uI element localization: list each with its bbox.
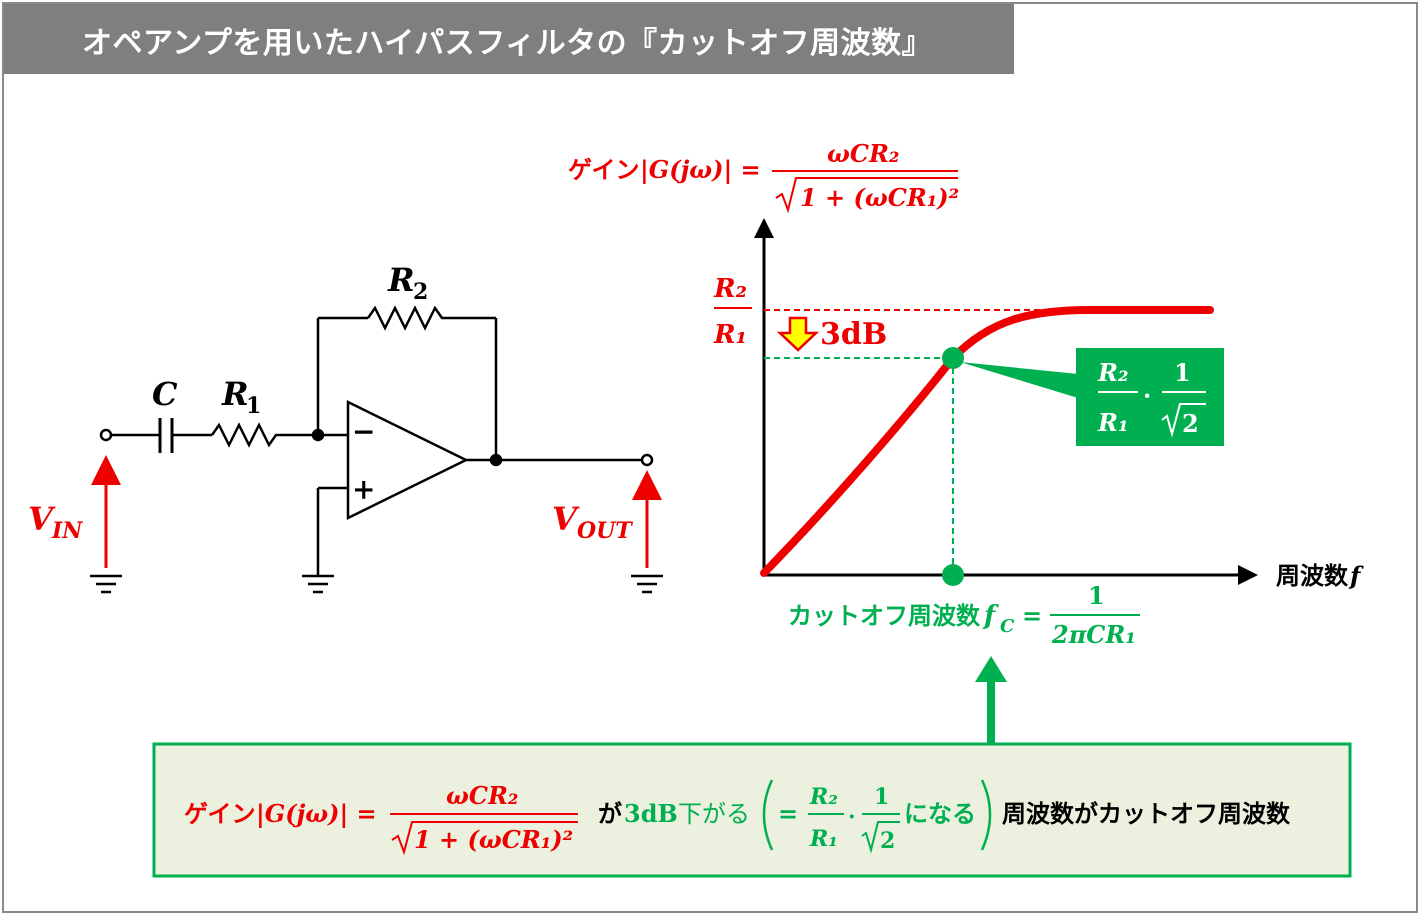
drop-arrow-icon xyxy=(776,316,820,352)
x-axis-symbol: f xyxy=(1348,561,1364,590)
r2-label: R xyxy=(387,261,415,299)
vout-subscript: OUT xyxy=(577,518,633,544)
circuit xyxy=(90,305,663,594)
summary-naru: になる xyxy=(904,800,976,828)
callout-den1: R₁ xyxy=(1097,408,1128,437)
summary-den1: R₁ xyxy=(809,826,838,852)
y-max-denominator: R₁ xyxy=(713,320,747,350)
gain-graph: R₂ R₁ 3dB R₂ R₁ · 1 2 周波数 f xyxy=(713,218,1364,649)
callout-box xyxy=(1076,348,1224,446)
cutoff-subscript: C xyxy=(1000,616,1015,637)
summary-panel xyxy=(152,742,1352,878)
summary-tail: 周波数がカットオフ周波数 xyxy=(1002,800,1291,828)
resistor-r1 xyxy=(210,422,318,448)
cutoff-symbol: f xyxy=(982,601,999,631)
ground-symbol-vout xyxy=(631,574,663,594)
title-bar: オペアンプを用いたハイパスフィルタの『カットオフ周波数』 xyxy=(2,2,1014,74)
page-title: オペアンプを用いたハイパスフィルタの『カットオフ周波数』 xyxy=(82,26,933,61)
vout-terminal xyxy=(640,453,654,467)
callout-pointer xyxy=(960,362,1078,398)
r1-subscript: 1 xyxy=(246,393,261,419)
opamp-triangle xyxy=(346,399,469,521)
summary-right-paren xyxy=(980,779,992,851)
gain-label: ゲイン xyxy=(568,156,640,184)
gain-lhs: |G(jω)| = xyxy=(640,155,761,184)
summary-gain-denominator: 1 + (ωCR₁)² xyxy=(414,825,573,854)
gain-denominator: 1 + (ωCR₁)² xyxy=(800,183,959,212)
vin-terminal xyxy=(99,428,113,442)
x-axis-label: 周波数 xyxy=(1276,562,1349,590)
callout-num2: 1 xyxy=(1174,358,1191,387)
summary-drop-text: 下がる xyxy=(678,800,750,828)
opamp-plus-sign: + xyxy=(352,473,375,506)
summary-drop: 3dB xyxy=(624,799,678,828)
opamp-minus-sign: − xyxy=(352,415,375,448)
resistor-r2 xyxy=(366,305,496,331)
capacitor-label: C xyxy=(152,375,178,413)
y-max-numerator: R₂ xyxy=(713,274,747,304)
summary-num2: 1 xyxy=(874,784,889,810)
r1-label: R xyxy=(221,375,249,413)
cutoff-point-curve xyxy=(942,347,964,369)
up-arrow-icon xyxy=(975,656,1007,682)
cutoff-numerator: 1 xyxy=(1088,581,1105,610)
summary-left-paren xyxy=(762,779,774,851)
cutoff-point-axis xyxy=(942,564,964,586)
up-arrow-shaft xyxy=(987,680,995,744)
callout-num1: R₂ xyxy=(1097,358,1128,387)
ground-symbol-vin xyxy=(90,574,122,594)
summary-den2: 2 xyxy=(880,828,895,854)
callout-den2: 2 xyxy=(1182,409,1199,438)
vin-label: V xyxy=(28,500,56,538)
vin-subscript: IN xyxy=(51,518,83,544)
summary-gain-lhs: |G(jω)| = xyxy=(256,799,377,828)
summary-formula: ゲイン |G(jω)| = ωCR₂ 1 + (ωCR₁)² が 3dB 下がる… xyxy=(184,779,1291,856)
cutoff-label: カットオフ周波数 xyxy=(788,602,981,630)
summary-dot: · xyxy=(848,804,856,830)
summary-gain-label: ゲイン xyxy=(184,800,256,828)
junction-dot-output xyxy=(489,453,503,467)
gain-formula-top: ゲイン |G(jω)| = ωCR₂ 1 + (ωCR₁)² xyxy=(568,139,959,214)
vout-label: V xyxy=(552,500,580,538)
ground-symbol-opamp xyxy=(302,574,334,594)
summary-eq: = xyxy=(778,799,798,828)
drop-3db-label: 3dB xyxy=(820,317,887,352)
summary-gain-numerator: ωCR₂ xyxy=(446,781,518,810)
cutoff-denominator: 2πCR₁ xyxy=(1051,620,1136,649)
callout-dot: · xyxy=(1143,381,1151,410)
summary-ga: が xyxy=(598,800,622,828)
gain-numerator: ωCR₂ xyxy=(827,139,899,168)
cutoff-equals: = xyxy=(1022,601,1042,630)
summary-num1: R₂ xyxy=(809,784,838,810)
r2-subscript: 2 xyxy=(413,279,428,305)
